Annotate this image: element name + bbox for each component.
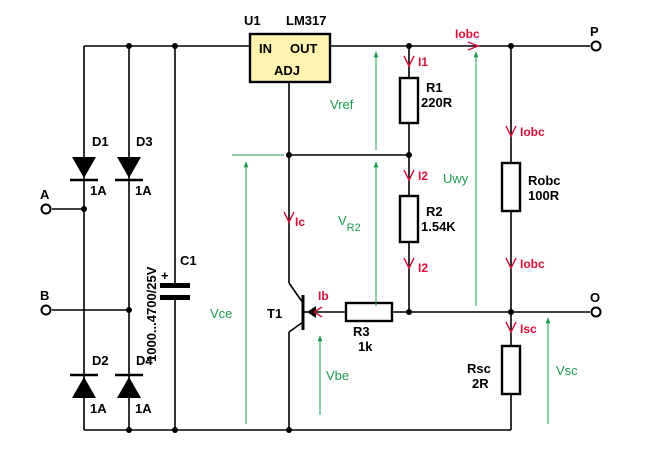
resistor-r3: R3 1k	[344, 301, 394, 354]
diode-d3-ref: D3	[136, 134, 153, 149]
terminal-o-label: O	[590, 290, 600, 305]
current-i1-label: I1	[418, 55, 428, 69]
terminal-p-label: P	[590, 24, 599, 39]
current-i2-lower-label: I2	[418, 261, 428, 275]
diode-d1-ref: D1	[92, 134, 109, 149]
terminal-a: A	[40, 187, 52, 215]
diode-d3-rating: 1A	[135, 183, 152, 198]
current-arrows	[283, 41, 517, 334]
current-i2-upper-label: I2	[418, 169, 428, 183]
diode-d4-rating: 1A	[135, 401, 152, 416]
diode-d2-ref: D2	[92, 353, 109, 368]
voltage-vsc-label: Vsc	[556, 363, 578, 378]
capacitor-c1-ref: C1	[180, 253, 197, 268]
current-iobc-low-label: Iobc	[520, 257, 545, 271]
transistor-t1: T1	[267, 282, 316, 333]
terminal-b-label: B	[40, 288, 49, 303]
regulator-pin-adj: ADJ	[274, 63, 300, 78]
voltage-uwy-label: Uwy	[443, 171, 469, 186]
current-ic-label: Ic	[295, 215, 305, 229]
current-iobc-mid-label: Iobc	[520, 125, 545, 139]
regulator-lm317: IN OUT ADJ U1 LM317	[244, 13, 332, 84]
resistor-robc: Robc 100R	[500, 161, 561, 213]
resistor-rsc-value: 2R	[472, 376, 489, 391]
terminal-o: O	[590, 290, 602, 318]
diode-d1-rating: 1A	[90, 183, 107, 198]
resistor-r3-value: 1k	[358, 339, 373, 354]
capacitor-c1-polarity: +	[161, 268, 169, 283]
voltage-vr2-label: VR2	[338, 213, 361, 234]
resistor-rsc-ref: Rsc	[467, 361, 491, 376]
current-ib-label: Ib	[318, 289, 329, 303]
terminal-b: B	[40, 288, 52, 316]
resistor-r2-ref: R2	[426, 204, 443, 219]
capacitor-c1: C1 + 1000...4700/25V	[144, 253, 197, 362]
regulator-ref: U1	[244, 13, 261, 28]
diode-d2-rating: 1A	[90, 401, 107, 416]
voltage-vce-label: Vce	[210, 306, 232, 321]
terminal-a-label: A	[40, 187, 50, 202]
resistor-r1-ref: R1	[426, 80, 443, 95]
transistor-t1-ref: T1	[267, 306, 282, 321]
resistor-r2: R2 1.54K	[398, 194, 456, 244]
wires	[52, 45, 590, 431]
regulator-part: LM317	[286, 13, 326, 28]
resistor-r1: R1 220R	[398, 76, 453, 125]
terminal-p: P	[590, 24, 602, 52]
regulator-pin-in: IN	[259, 41, 272, 56]
diode-d3: D3 1A	[115, 134, 153, 198]
current-isc-label: Isc	[520, 322, 537, 336]
diode-d4: D4 1A	[115, 353, 153, 416]
diode-d2: D2 1A	[70, 353, 109, 416]
voltage-arrows	[232, 51, 551, 424]
diode-d4-ref: D4	[136, 353, 153, 368]
resistor-robc-ref: Robc	[528, 173, 561, 188]
resistor-robc-value: 100R	[528, 188, 560, 203]
resistor-r1-value: 220R	[421, 95, 453, 110]
voltage-vbe-label: Vbe	[326, 368, 349, 383]
diode-d1: D1 1A	[70, 134, 109, 198]
voltage-vref-label: Vref	[330, 97, 354, 112]
resistor-r3-ref: R3	[353, 324, 370, 339]
regulator-pin-out: OUT	[290, 41, 318, 56]
current-iobc-top-label: Iobc	[455, 27, 480, 41]
resistor-r2-value: 1.54K	[421, 219, 456, 234]
capacitor-c1-value: 1000...4700/25V	[144, 266, 159, 362]
junctions	[81, 43, 514, 433]
resistor-rsc: Rsc 2R	[467, 344, 522, 396]
